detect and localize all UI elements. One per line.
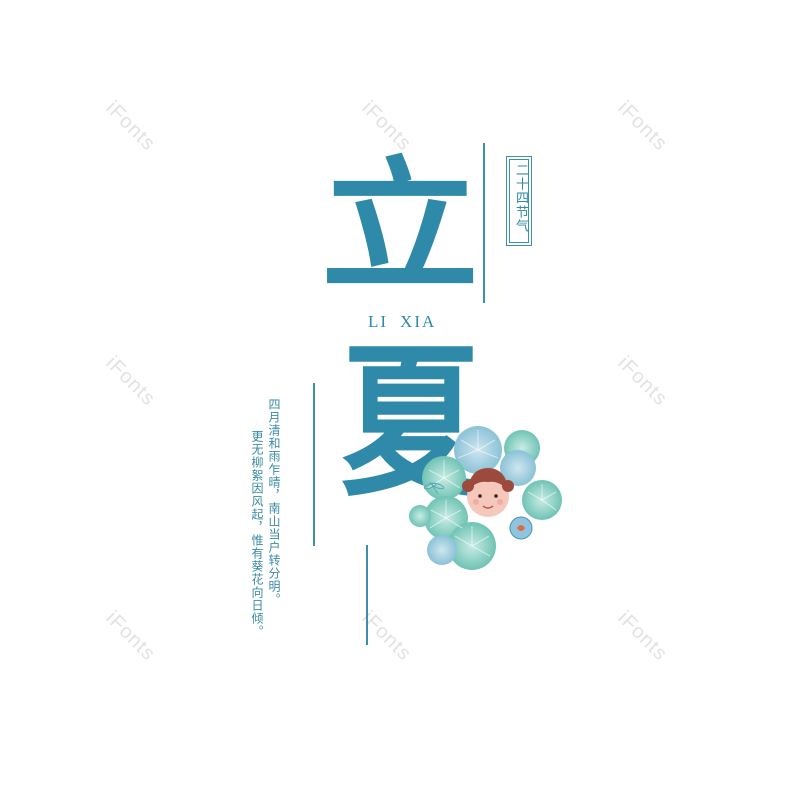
lotus-girl-illustration <box>409 426 562 570</box>
pinyin-li: LI <box>368 312 389 331</box>
lotus-leaf-icon <box>409 426 562 570</box>
divider-line <box>313 383 315 546</box>
badge-text: 二十四节气 <box>513 163 528 233</box>
poem-line-1: 四月清和雨乍晴，南山当户转分明。 <box>267 398 281 606</box>
dragonfly-icon <box>423 481 445 495</box>
pinyin-label: LI XIA <box>368 312 436 332</box>
watermark: iFonts <box>613 351 672 411</box>
divider-line <box>483 143 485 303</box>
watermark: iFonts <box>101 96 160 156</box>
girl-face-icon <box>462 468 514 517</box>
pinyin-xia: XIA <box>400 312 437 331</box>
title-char-li: 立 <box>321 143 479 310</box>
watermark: iFonts <box>613 606 672 666</box>
goldfish-bowl-icon <box>509 516 533 540</box>
poem-line-2: 更无柳絮因风起，惟有葵花向日倾。 <box>250 430 264 638</box>
divider-line <box>366 545 368 645</box>
badge-inner-border <box>509 159 529 243</box>
watermark: iFonts <box>101 351 160 411</box>
watermark: iFonts <box>613 96 672 156</box>
solar-term-badge: 二十四节气 <box>506 156 532 246</box>
watermark: iFonts <box>101 606 160 666</box>
